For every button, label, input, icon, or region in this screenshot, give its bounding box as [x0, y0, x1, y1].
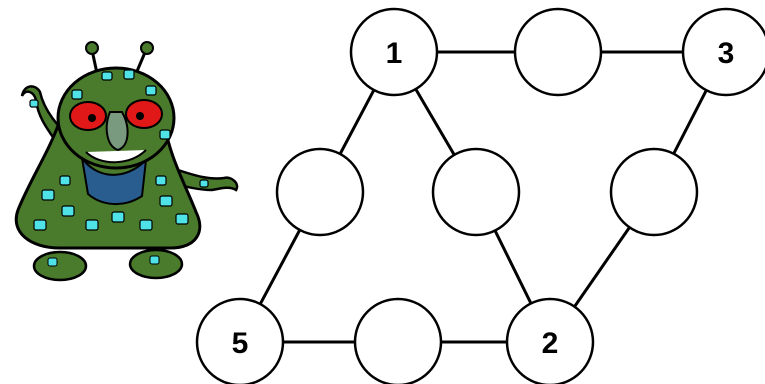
- node-bottom-middle[interactable]: [353, 297, 443, 384]
- node-circle[interactable]: [431, 147, 521, 237]
- node-circle[interactable]: [195, 297, 285, 384]
- node-top-left[interactable]: 1: [349, 7, 439, 97]
- node-label: 2: [542, 327, 559, 360]
- node-label: 1: [386, 37, 403, 70]
- monster-icon: [14, 41, 239, 282]
- node-circle[interactable]: [609, 147, 699, 237]
- node-middle-center[interactable]: [431, 147, 521, 237]
- node-middle-right[interactable]: [609, 147, 699, 237]
- node-top-right[interactable]: 3: [681, 7, 765, 97]
- node-label: 5: [232, 327, 249, 360]
- puzzle-nodes: 1 3 5 2: [195, 7, 765, 384]
- node-top-middle[interactable]: [513, 7, 603, 97]
- node-circle[interactable]: [513, 7, 603, 97]
- node-bottom-right[interactable]: 2: [505, 297, 595, 384]
- node-circle[interactable]: [349, 7, 439, 97]
- node-label: 3: [718, 37, 735, 70]
- node-circle[interactable]: [275, 147, 365, 237]
- node-circle[interactable]: [681, 7, 765, 97]
- node-circle[interactable]: [505, 297, 595, 384]
- node-circle[interactable]: [353, 297, 443, 384]
- node-middle-left[interactable]: [275, 147, 365, 237]
- node-bottom-left[interactable]: 5: [195, 297, 285, 384]
